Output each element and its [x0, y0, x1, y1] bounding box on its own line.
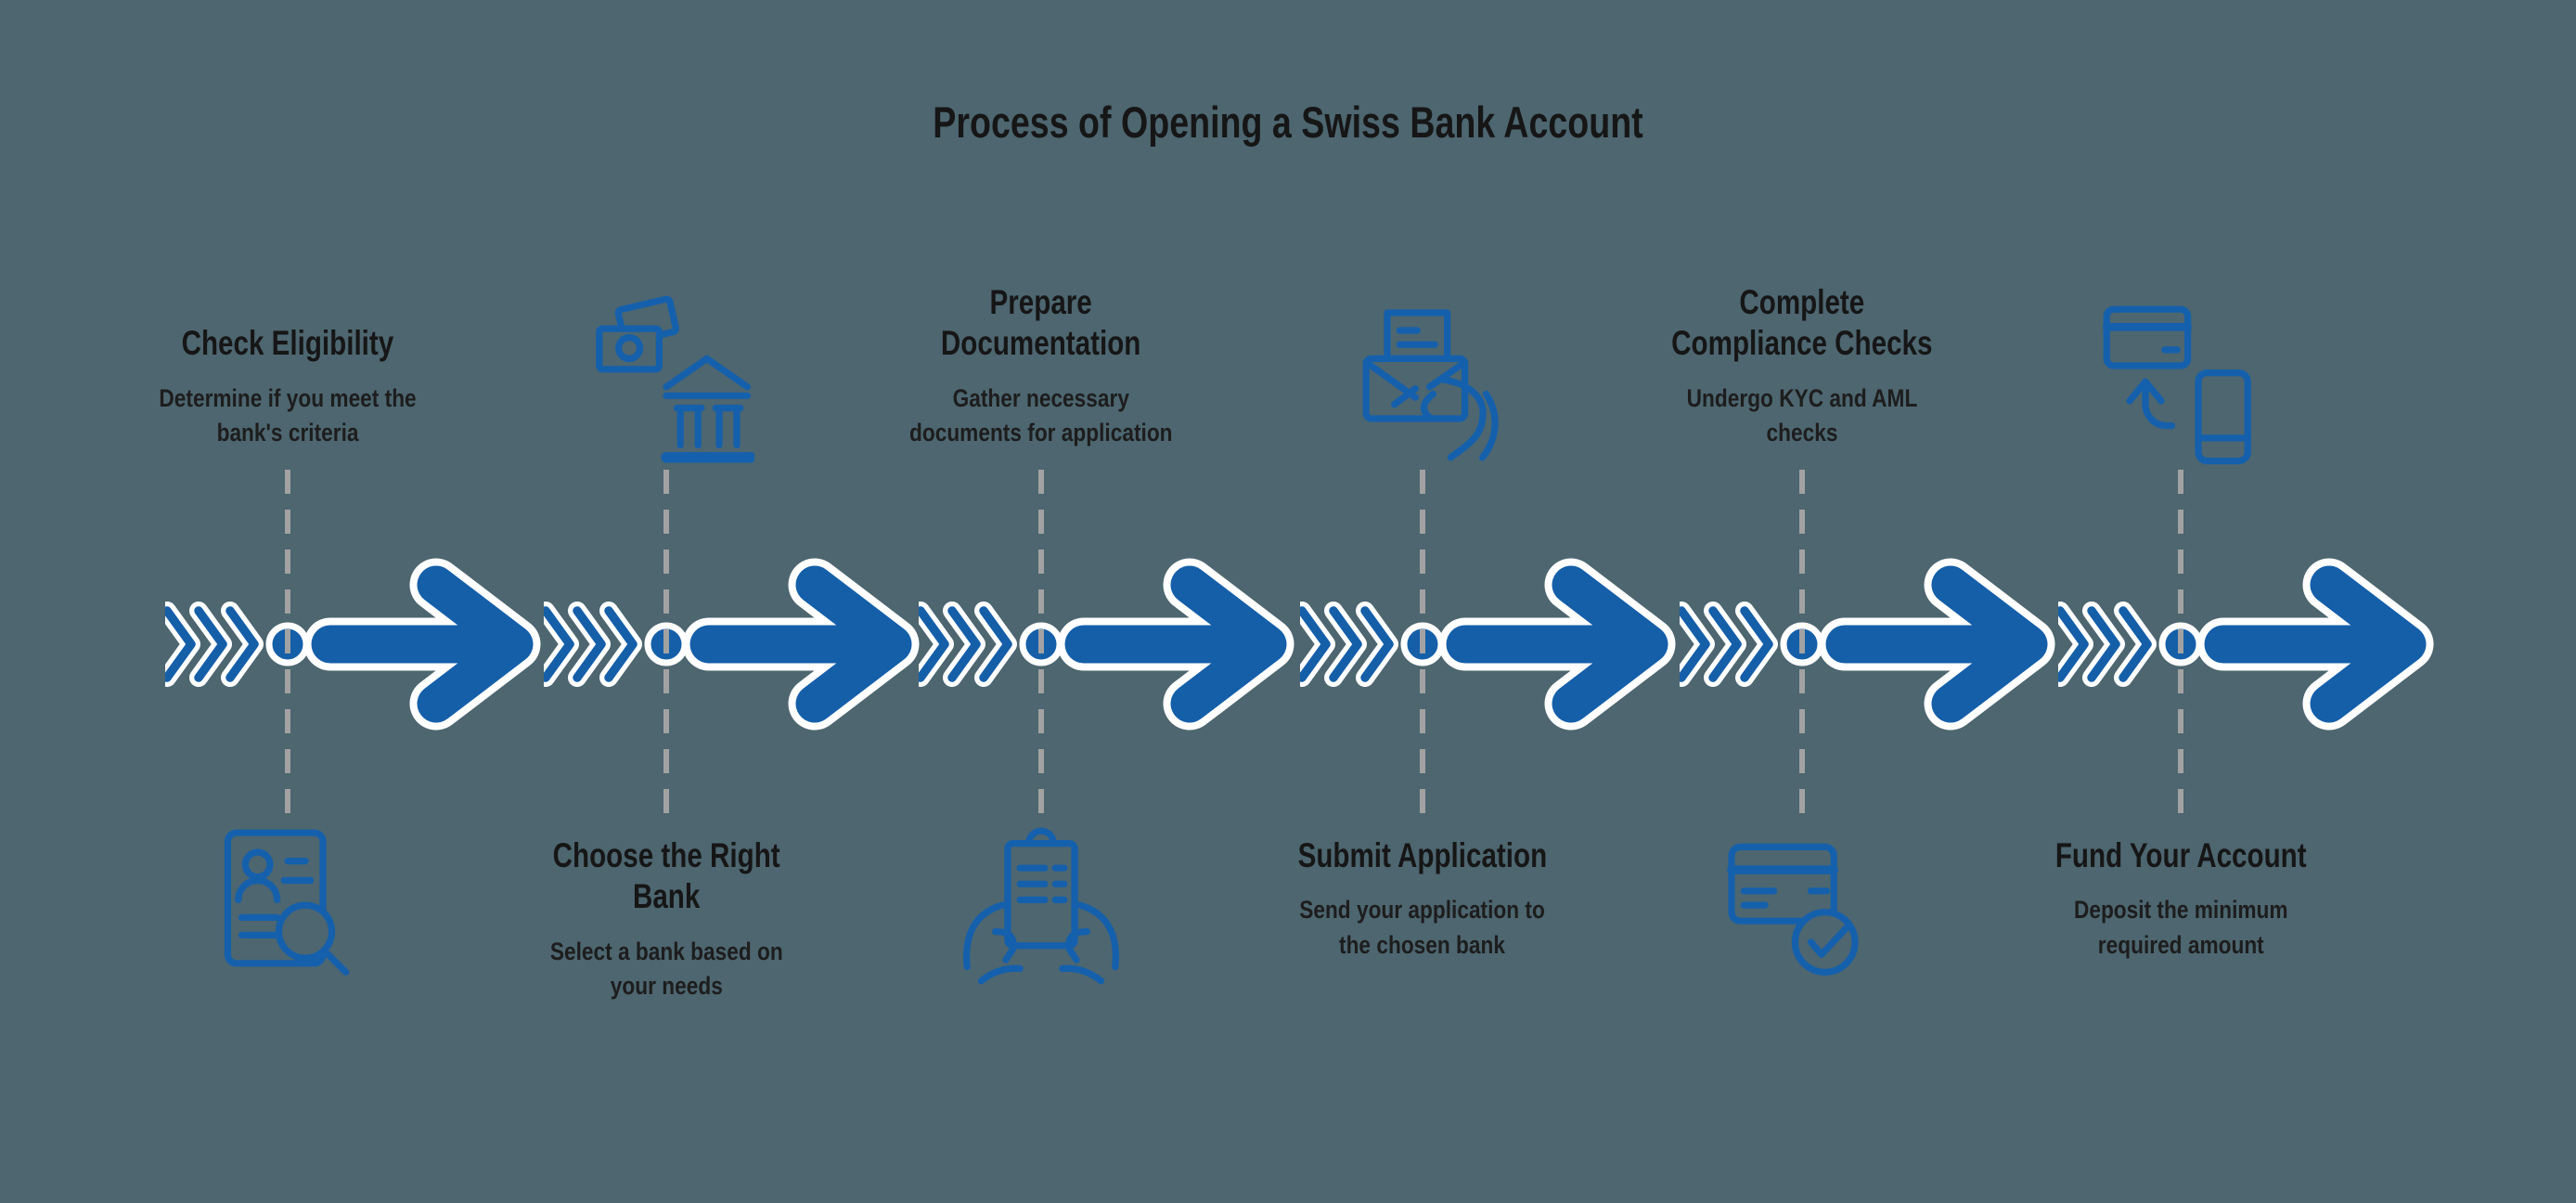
step-6-desc-line: Deposit the minimum — [2073, 896, 2288, 925]
step-6-description: Deposit the minimum required amount — [2054, 893, 2309, 963]
cash-and-bank-icon — [596, 295, 754, 463]
arrow-motif-6 — [2058, 551, 2457, 739]
step-3-desc-line: documents for application — [909, 418, 1173, 446]
step-3-title-line: Documentation — [941, 324, 1141, 363]
hand-holding-envelope-icon — [1362, 309, 1499, 461]
step-2-title-line: Choose the Right — [552, 836, 780, 874]
step-2-icon-slot — [578, 295, 754, 472]
step-6-desc-line: required amount — [2097, 930, 2264, 959]
step-1-desc-line: Determine if you meet the — [159, 383, 417, 412]
step-5-desc-line: checks — [1766, 418, 1838, 446]
profile-document-search-icon — [224, 829, 350, 976]
step-5-title-line: Compliance Checks — [1671, 324, 1933, 363]
step-5-text: Complete Compliance Checks Undergo KYC a… — [1607, 235, 1997, 450]
step-4-description: Send your application to the chosen bank — [1276, 893, 1568, 963]
step-4-title-line: Submit Application — [1297, 836, 1548, 874]
step-5-icon-slot — [1714, 819, 1890, 995]
step-3-desc-line: Gather necessary — [952, 383, 1130, 412]
step-6-title-line: Fund Your Account — [2054, 836, 2307, 874]
step-1-text: Check Eligibility Determine if you meet … — [93, 235, 483, 450]
arrow-motif-1 — [165, 551, 564, 739]
step-4-text: Submit Application Send your application… — [1228, 835, 1617, 1058]
step-5-desc-line: Undergo KYC and AML — [1686, 383, 1918, 412]
card-with-check-icon — [1727, 843, 1859, 976]
step-6-title: Fund Your Account — [2024, 835, 2338, 876]
step-2-title: Choose the Right Bank — [524, 835, 808, 918]
step-4-icon-slot — [1334, 295, 1511, 472]
step-3-description: Gather necessary documents for applicati… — [884, 382, 1198, 451]
step-5-description: Undergo KYC and AML checks — [1665, 382, 1939, 451]
step-4-title: Submit Application — [1267, 835, 1578, 876]
step-3-text: Prepare Documentation Gather necessary d… — [846, 235, 1236, 450]
step-1-description: Determine if you meet the bank's criteri… — [135, 382, 441, 451]
page-title: Process of Opening a Swiss Bank Account — [933, 97, 1643, 147]
arrow-motif-2 — [544, 551, 943, 739]
step-2-text: Choose the Right Bank Select a bank base… — [471, 835, 861, 1058]
step-1-title: Check Eligibility — [155, 323, 420, 364]
step-6-text: Fund Your Account Deposit the minimum re… — [1986, 835, 2376, 1058]
step-3-title-line: Prepare — [989, 282, 1093, 321]
arrow-motif-5 — [1680, 551, 2079, 739]
step-1-desc-line: bank's criteria — [216, 418, 359, 446]
step-1-icon-slot — [200, 819, 376, 995]
step-4-desc-line: Send your application to — [1299, 896, 1546, 925]
step-3-title: Prepare Documentation — [916, 282, 1166, 365]
arrow-motif-3 — [919, 551, 1318, 739]
arrow-motif-4 — [1300, 551, 1699, 739]
step-2-desc-line: Select a bank based on — [549, 937, 783, 965]
step-4-desc-line: the chosen bank — [1339, 930, 1506, 959]
step-5-title-line: Complete — [1739, 282, 1865, 321]
step-5-title: Complete Compliance Checks — [1639, 282, 1965, 365]
step-1-title-line: Check Eligibility — [181, 324, 394, 363]
step-2-title-line: Bank — [632, 877, 701, 916]
card-to-phone-transfer-icon — [2102, 305, 2251, 465]
step-2-description: Select a bank based on your needs — [528, 935, 805, 1004]
step-3-icon-slot — [953, 819, 1129, 995]
step-2-desc-line: your needs — [610, 972, 723, 1001]
hands-holding-document-icon — [963, 827, 1119, 985]
step-6-icon-slot — [2093, 295, 2269, 472]
